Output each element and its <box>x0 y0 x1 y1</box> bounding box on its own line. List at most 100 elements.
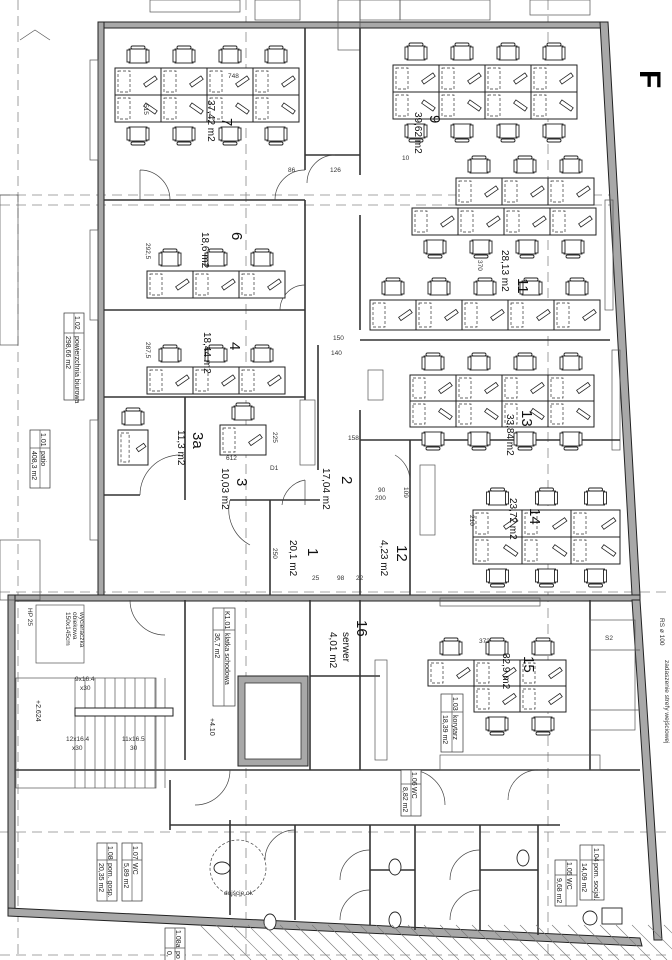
chair-arm <box>603 569 607 583</box>
chair-back <box>254 344 270 349</box>
keyboard-icon <box>467 99 482 112</box>
keyboard-icon <box>467 72 482 85</box>
office-chair-icon <box>485 716 509 736</box>
chair-arm <box>421 432 426 446</box>
chair-arm <box>538 281 543 295</box>
room-number-1: 1 <box>304 548 321 556</box>
chair-back <box>535 637 551 642</box>
svg-text:1.03: 1.03 <box>451 697 458 711</box>
chair-arm <box>423 124 428 138</box>
chair-back <box>473 254 489 259</box>
monitor-outline <box>430 662 444 684</box>
keyboard-icon <box>513 72 528 85</box>
desk <box>503 207 551 236</box>
keyboard-icon <box>484 407 499 421</box>
desk <box>521 536 572 565</box>
monitor-outline <box>255 97 269 120</box>
hatch-line <box>471 924 508 960</box>
monitor-outline <box>464 302 478 328</box>
office-chair-icon <box>513 352 537 371</box>
svg-text:pom. socjal.: pom. socjal. <box>592 863 599 900</box>
chair-arm <box>158 348 163 362</box>
chair-seat <box>441 640 461 656</box>
chair-back <box>443 637 459 642</box>
chair-arm <box>584 281 589 295</box>
monitor-outline <box>504 180 518 203</box>
chair-arm <box>172 127 177 141</box>
desk <box>501 374 549 402</box>
chair-seat <box>452 45 472 61</box>
interior-walls <box>15 28 640 935</box>
svg-text:10: 10 <box>402 155 410 162</box>
chair-back <box>471 352 487 357</box>
monitor-outline <box>458 180 472 203</box>
chair-arm <box>223 252 228 266</box>
svg-text:K1.01: K1.01 <box>223 611 230 629</box>
hatch-line <box>247 924 284 960</box>
room-area-15: 32,9 m2 <box>500 653 511 690</box>
chair-seat <box>488 568 507 584</box>
chair-arm <box>237 127 242 141</box>
office-chair-icon <box>559 431 583 451</box>
chair-arm <box>440 356 445 370</box>
chair-arm <box>486 159 491 173</box>
chair-back <box>222 45 238 50</box>
svg-text:8,82 m2: 8,82 m2 <box>401 787 408 812</box>
monitor-outline <box>149 369 163 392</box>
office-chair-icon <box>559 352 583 371</box>
chair-arm <box>515 46 520 60</box>
room-area-3a: 11,3 m2 <box>175 430 186 466</box>
desk <box>206 67 254 96</box>
chair-seat <box>475 280 495 296</box>
chair-arm <box>269 348 274 362</box>
desk <box>519 685 567 713</box>
keyboard-icon <box>530 407 545 421</box>
chair-back <box>454 138 470 143</box>
chair-arm <box>404 46 409 60</box>
chair-arm <box>191 127 196 141</box>
office-chair-icon <box>126 126 150 146</box>
monitor-outline <box>573 512 587 535</box>
chair-arm <box>550 641 555 655</box>
monitor-outline <box>255 70 269 93</box>
chair-seat <box>561 431 581 447</box>
chair-arm <box>446 281 451 295</box>
office-chair-icon <box>559 155 583 174</box>
monitor-outline <box>395 67 409 90</box>
svg-text:150x145cm: 150x145cm <box>64 612 71 646</box>
hatch-line <box>423 924 460 960</box>
desk <box>570 536 621 565</box>
room-area-7: 37,42 m2 <box>205 100 216 142</box>
svg-text:287,5: 287,5 <box>144 342 151 359</box>
keyboard-icon <box>502 692 517 706</box>
room-number-3: 3 <box>233 478 250 486</box>
svg-text:1.02: 1.02 <box>73 316 80 330</box>
office-chair-icon <box>250 344 274 363</box>
monitor-outline <box>117 70 131 93</box>
keyboard-icon <box>536 308 551 322</box>
monitor-outline <box>209 97 223 120</box>
chair-arm <box>578 159 583 173</box>
hatch-line <box>263 924 300 960</box>
room-tag-1.03: 1.03 korytarz 18,39 m2 <box>440 693 464 753</box>
hydrant-label: HP 25 <box>26 608 33 626</box>
monitor-outline <box>195 369 209 392</box>
svg-text:200: 200 <box>375 495 386 502</box>
monitor-outline <box>522 688 536 710</box>
hatch-line <box>535 924 572 960</box>
desk <box>484 64 532 93</box>
chair-arm <box>381 281 386 295</box>
hatch-line <box>663 924 672 934</box>
office-chair-icon <box>531 637 555 656</box>
svg-text:298,66 m2: 298,66 m2 <box>64 336 71 369</box>
desk-top <box>117 429 149 466</box>
keyboard-icon <box>267 278 282 291</box>
desk <box>461 299 509 331</box>
chair-seat <box>517 239 537 255</box>
desk <box>192 366 240 395</box>
svg-text:klatka schodowa: klatka schodowa <box>223 633 230 685</box>
chair-arm <box>559 356 564 370</box>
office-chair-icon <box>423 239 447 259</box>
chair-arm <box>519 281 524 295</box>
office-chair-icon <box>421 352 445 371</box>
